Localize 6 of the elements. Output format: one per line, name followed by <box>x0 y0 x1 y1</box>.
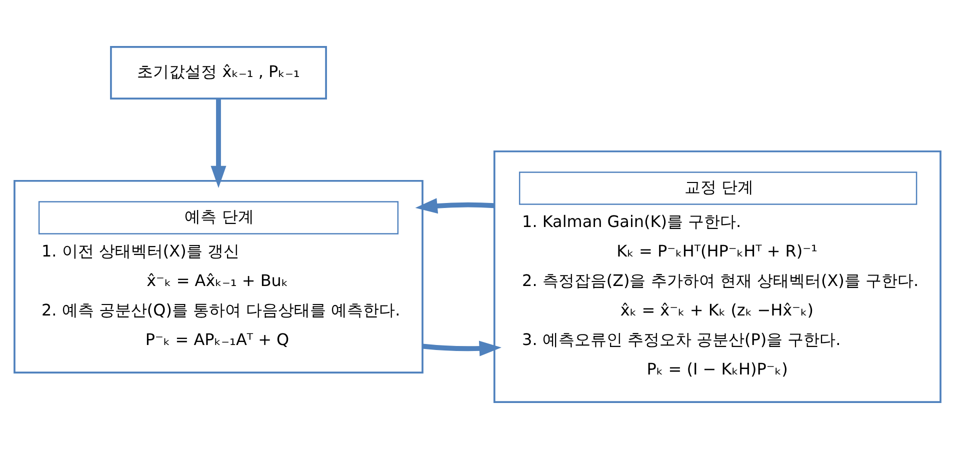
arrow <box>414 198 494 214</box>
arrow <box>422 340 501 356</box>
node-box: 초기값설정 x̂ₖ₋₁ , Pₖ₋₁ <box>110 46 326 100</box>
node-box: 교정 단계 1. Kalman Gain(K)를 구한다. Kₖ = P⁻ₖHᵀ(HP⁻ₖHᵀ + R)⁻¹ 2. 측정잡음(Z)을 추가하여 현재 상태벡터(X)를 구한다. x̂ₖ = x̂⁻ₖ + Kₖ (zₖ −Hx̂⁻ₖ) 3. 예측오류인 추정오차 공분산(P)을 구한다. Pₖ = (I − KₖH)P⁻ₖ) <box>492 150 941 403</box>
node-box: 예측 단계 1. 이전 상태벡터(X)를 갱신 x̂⁻ₖ = Ax̂ₖ₋₁ + Buₖ 2. 예측 공분산(Q)를 통하여 다음상태를 예측한다. P⁻ₖ = APₖ₋₁Aᵀ + Q <box>13 180 423 374</box>
arrow <box>210 98 226 188</box>
